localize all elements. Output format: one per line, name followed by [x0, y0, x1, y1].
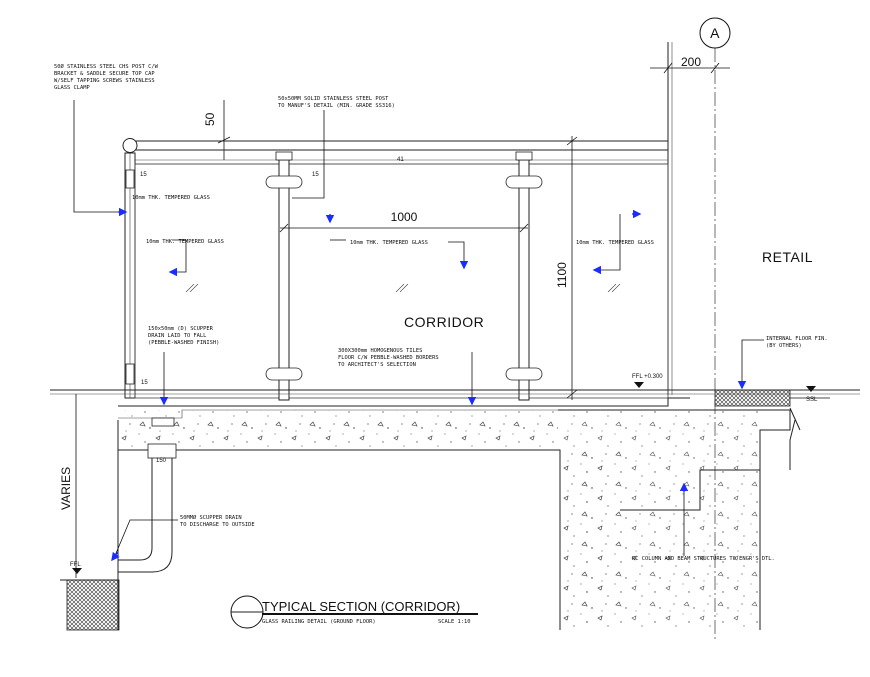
dim-15-c: 15: [141, 380, 148, 386]
dimension-1000: 1000: [279, 210, 529, 233]
label-corridor: CORRIDOR: [404, 314, 484, 330]
label-retail: RETAIL: [762, 249, 813, 265]
leaders: [73, 100, 764, 562]
note-glass-a: 10mm THK. TEMPERED GLASS: [132, 195, 210, 201]
dim-15-b: 15: [312, 172, 319, 178]
dim-50: 50: [203, 112, 217, 126]
subtitle: GLASS RAILING DETAIL (GROUND FLOOR): [262, 619, 376, 625]
dimension-50: 50: [203, 100, 231, 160]
ssl-label: SSL: [806, 397, 818, 403]
scupper-drain-pipe: 150: [118, 417, 177, 573]
solid-post-2: [505, 151, 543, 401]
note-glass-c: 10mm THK. TEMPERED GLASS: [350, 240, 428, 246]
dimension-200: 200: [650, 55, 730, 74]
dimension-varies: VARIES: [59, 394, 77, 578]
dim-varies: VARIES: [59, 467, 73, 510]
outside-ground: FFL: [60, 420, 120, 631]
dim-1000: 1000: [391, 210, 418, 224]
note-rc: RC COLUMN AND BEAM STRUCTURES TO ENGR'S …: [632, 556, 775, 562]
note-drain: 50MMØ SCUPPER DRAIN TO DISCHARGE TO OUTS…: [180, 514, 255, 528]
note-tiles: 300X300mm HOMOGENOUS TILES FLOOR C/W PEB…: [338, 348, 442, 368]
scale: SCALE 1:10: [438, 619, 470, 625]
internal-floor-finish: SSL: [714, 386, 830, 407]
floor-slab: [50, 389, 860, 630]
note-glass-b: 10mm THK. TEMPERED GLASS: [146, 239, 224, 245]
note-chs-post: 50Ø STAINLESS STEEL CHS POST C/W BRACKET…: [54, 63, 161, 91]
note-scupper: 150x50mm (D) SCUPPER DRAIN LAID TO FALL …: [148, 326, 219, 346]
dim-150: 150: [156, 458, 167, 464]
ffl-level-marker: FFL +0.300: [632, 374, 663, 388]
title-block: TYPICAL SECTION (CORRIDOR) GLASS RAILING…: [230, 595, 478, 629]
note-solid-post: 50x50MM SOLID STAINLESS STEEL POST TO MA…: [278, 96, 395, 109]
ffl-level: FFL +0.300: [632, 374, 663, 380]
column-outline: [667, 42, 673, 395]
dim-15-a: 15: [140, 172, 147, 178]
title: TYPICAL SECTION (CORRIDOR): [262, 599, 460, 614]
chs-post-left: [124, 152, 136, 399]
solid-post-1: [265, 151, 303, 401]
dim-1100: 1100: [555, 262, 569, 288]
note-glass-d: 10mm THK. TEMPERED GLASS: [576, 240, 654, 246]
dimension-1100: 1100: [555, 136, 578, 400]
dim-41: 41: [397, 157, 404, 163]
dim-200: 200: [681, 55, 701, 69]
grid-label: A: [710, 25, 720, 41]
note-floor-finish: INTERNAL FLOOR FIN. (BY OTHERS): [766, 336, 831, 349]
top-rail: [122, 138, 668, 165]
